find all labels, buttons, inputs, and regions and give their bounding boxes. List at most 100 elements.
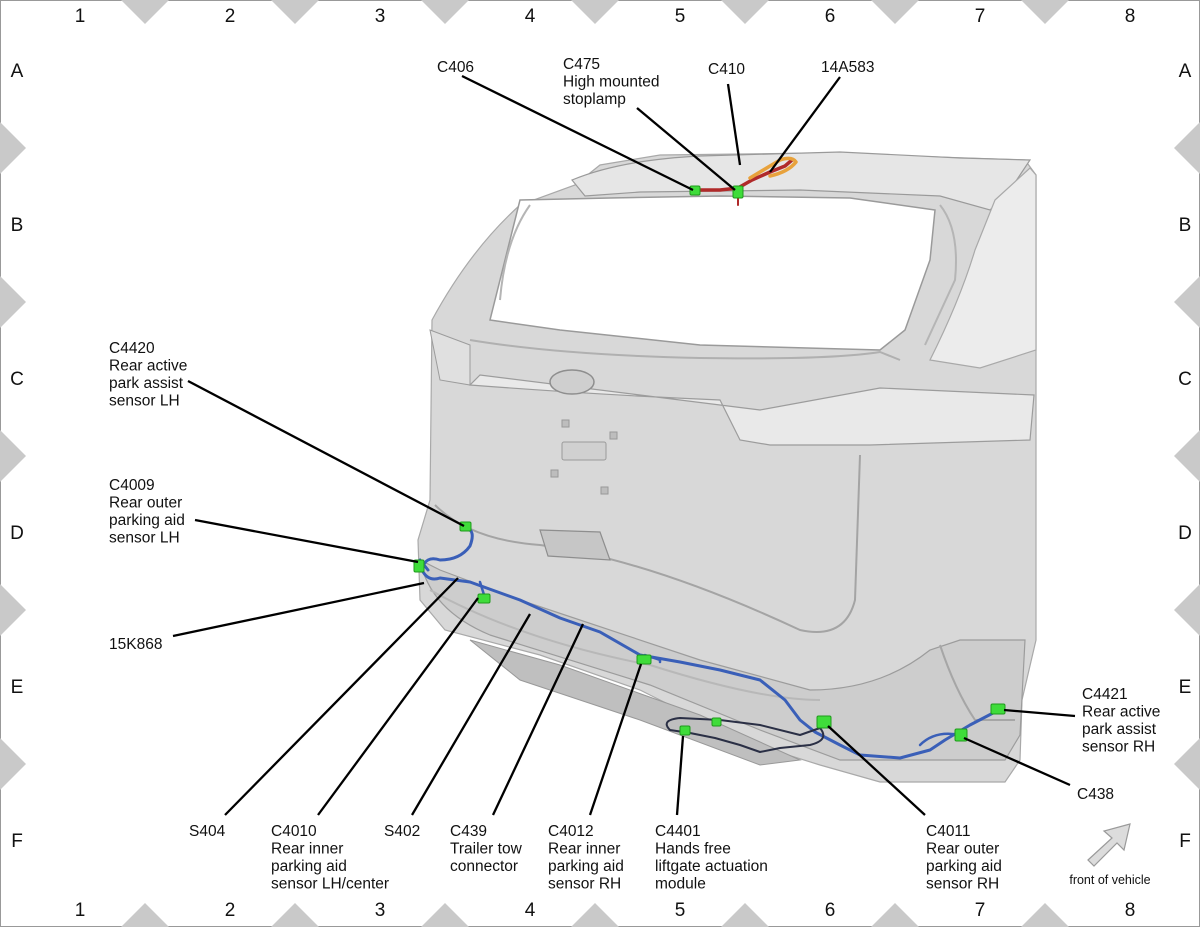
connector-c4011 — [816, 715, 832, 729]
leader-c406 — [461, 74, 694, 192]
callout-line: liftgate actuation — [655, 858, 768, 875]
callout-line: C4010 — [271, 823, 317, 840]
grid-marker-right — [1174, 122, 1200, 174]
grid-marker-bottom — [271, 903, 319, 927]
brand-emblem — [549, 369, 595, 395]
leader-c4010 — [317, 597, 479, 816]
connector-c4009 — [413, 559, 425, 573]
grid-row-label: A — [11, 61, 24, 82]
callout-line: C475 — [563, 56, 600, 73]
callout-line: sensor LH — [109, 530, 180, 547]
callout-s402: S402 — [384, 823, 420, 840]
callout-14a583: 14A583 — [821, 59, 874, 76]
leader-c439 — [491, 623, 585, 816]
callout-c406: C406 — [437, 59, 474, 76]
grid-marker-bottom — [1021, 903, 1069, 927]
right-quarter-glass — [929, 167, 1037, 369]
leader-lines — [172, 74, 1076, 816]
grid-column-label: 3 — [375, 900, 386, 921]
leader-c438 — [963, 736, 1071, 787]
callout-15k868: 15K868 — [109, 636, 162, 653]
connector-c4010 — [477, 593, 491, 604]
grid-marker-bottom — [121, 903, 169, 927]
grid-marker-right — [1174, 738, 1200, 790]
grid-column-label: 6 — [825, 900, 836, 921]
callout-line: C4421 — [1082, 686, 1128, 703]
upper-harness-red — [691, 158, 794, 192]
callout-line: sensor RH — [1082, 739, 1155, 756]
grid-row-label: D — [1178, 523, 1192, 544]
grid-marker-top — [1021, 0, 1069, 24]
grid-marker-bottom — [421, 903, 469, 927]
callout-line: C4009 — [109, 477, 155, 494]
callout-line: parking aid — [271, 858, 347, 875]
callout-line: C406 — [437, 59, 474, 76]
connector-c4421 — [990, 703, 1006, 715]
connector-c475 — [732, 185, 744, 199]
connector-misc — [711, 717, 722, 727]
callout-line: C4420 — [109, 340, 155, 357]
callout-line: park assist — [1082, 721, 1157, 738]
leader-s402 — [411, 613, 531, 816]
callout-line: C4011 — [926, 823, 971, 840]
grid-marker-top — [271, 0, 319, 24]
callout-line: Trailer tow — [450, 841, 523, 858]
leader-14a583 — [769, 76, 841, 173]
upper-harness-orange — [748, 156, 798, 180]
callout-line: stoplamp — [563, 91, 626, 108]
callout-line: connector — [450, 858, 518, 875]
grid-marker-left — [0, 584, 26, 636]
grid-column-label: 8 — [1125, 6, 1136, 27]
leader-c4011 — [827, 725, 926, 816]
callout-s404: S404 — [189, 823, 226, 840]
grid-column-label: 1 — [75, 6, 86, 27]
connector-c4401 — [679, 725, 691, 736]
leader-c4421 — [1003, 708, 1076, 718]
connector-c4012 — [636, 654, 652, 665]
roof-spoiler — [571, 151, 1032, 211]
grid-column-label: 7 — [975, 6, 986, 27]
grid-column-label: 1 — [75, 900, 86, 921]
callout-line: S404 — [189, 823, 226, 840]
grid-marker-top — [721, 0, 769, 24]
grid-row-label: C — [1178, 369, 1192, 390]
callout-line: sensor LH — [109, 393, 180, 410]
leader-15k868 — [172, 581, 425, 638]
callout-line: Rear inner — [271, 841, 343, 858]
connector-c406 — [689, 185, 701, 196]
grid-column-label: 5 — [675, 900, 686, 921]
connector-c4420 — [459, 521, 472, 532]
callout-line: Rear active — [1082, 704, 1160, 721]
vehicle-rear-illustration — [417, 151, 1037, 783]
grid-marker-left — [0, 122, 26, 174]
leader-c4009 — [194, 518, 419, 564]
grid-row-label: F — [1179, 831, 1191, 852]
callout-line: Hands free — [655, 841, 731, 858]
callout-line: Rear outer — [109, 495, 182, 512]
grid-marker-top — [121, 0, 169, 24]
grid-row-label: D — [10, 523, 24, 544]
grid-column-label: 7 — [975, 900, 986, 921]
grid-marker-bottom — [721, 903, 769, 927]
grid-row-label: E — [1179, 677, 1192, 698]
callout-line: parking aid — [109, 512, 185, 529]
leader-c4401 — [675, 735, 685, 816]
grid-column-label: 2 — [225, 6, 236, 27]
callout-line: C438 — [1077, 786, 1114, 803]
callout-line: park assist — [109, 375, 184, 392]
grid-row-label: F — [11, 831, 23, 852]
callout-line: parking aid — [548, 858, 624, 875]
callout-line: sensor RH — [926, 876, 999, 893]
liftgate-handle — [539, 529, 611, 561]
callout-line: Rear inner — [548, 841, 620, 858]
grid-row-label: E — [11, 677, 24, 698]
